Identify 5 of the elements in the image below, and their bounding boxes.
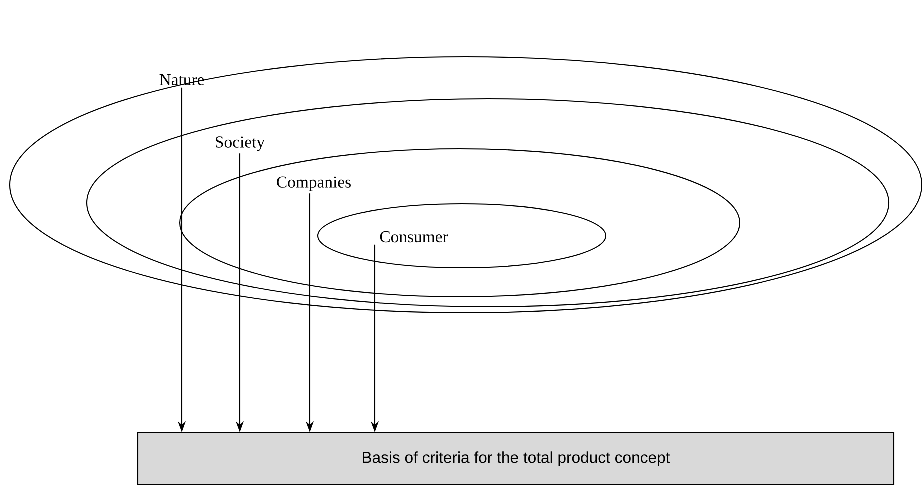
ellipse-label: Society bbox=[216, 136, 265, 152]
ellipse-label: Nature bbox=[160, 74, 204, 86]
ellipse-label: Consumer bbox=[380, 231, 448, 243]
ellipse-label: Companies bbox=[277, 176, 351, 192]
criteria-box: Basis of criteria for the total product concept bbox=[137, 432, 895, 486]
